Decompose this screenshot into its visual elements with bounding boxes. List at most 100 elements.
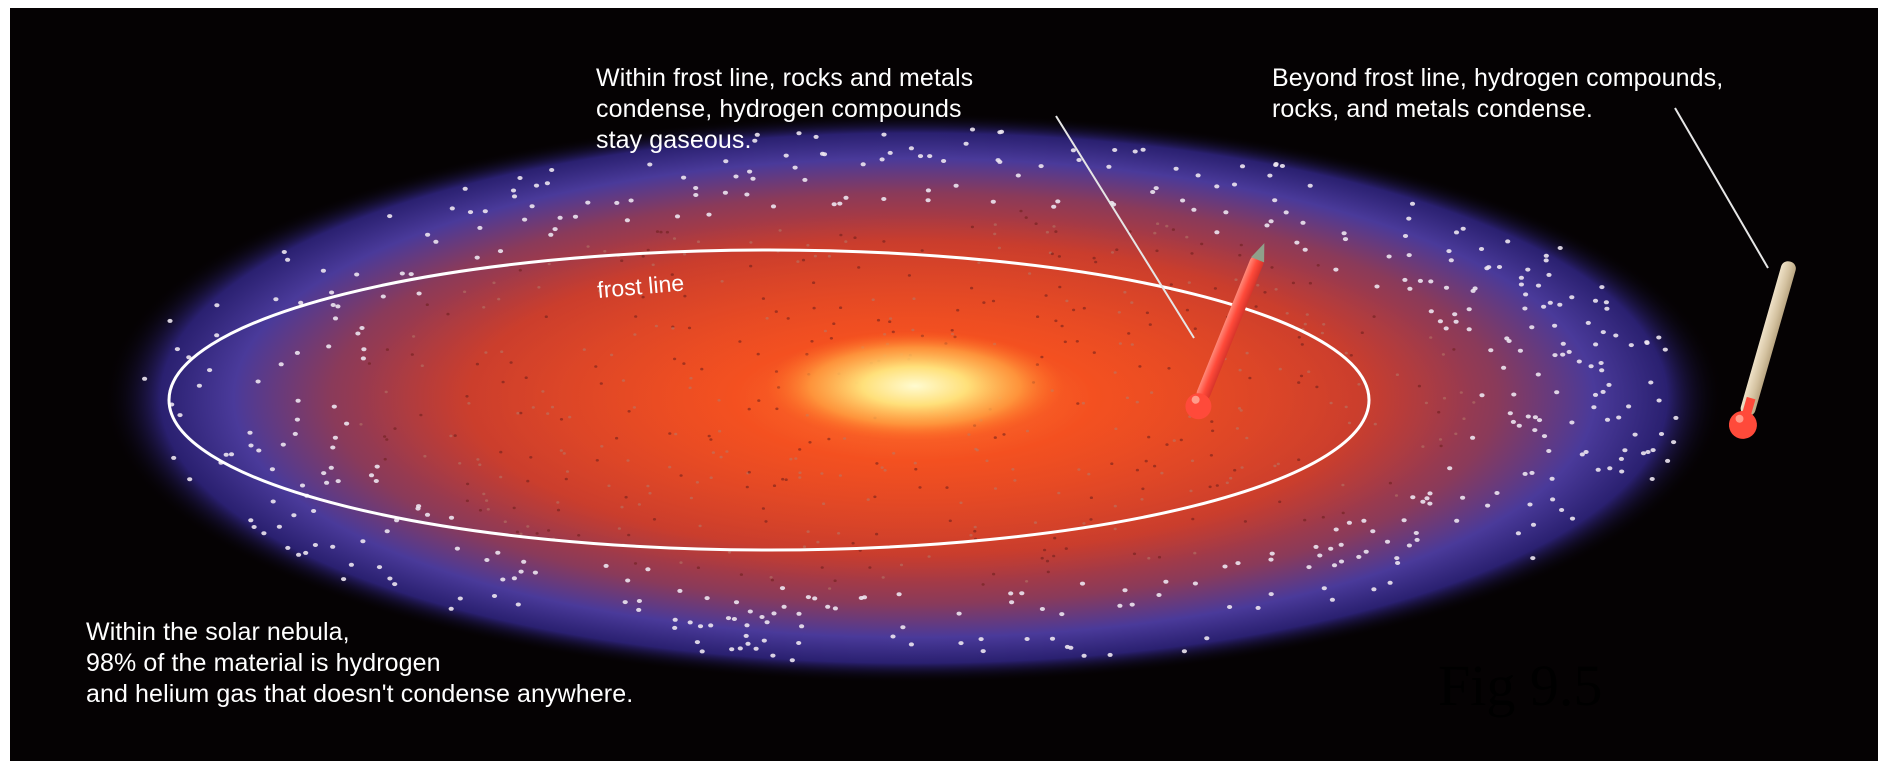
dust-speck: [711, 451, 716, 454]
dust-speck: [1110, 462, 1114, 466]
dust-speck: [360, 539, 366, 544]
dust-speck: [1052, 554, 1056, 558]
dust-speck: [799, 624, 805, 629]
dust-speck: [547, 262, 551, 266]
dust-speck: [1361, 518, 1367, 523]
dust-speck: [1117, 603, 1123, 608]
dust-speck: [550, 405, 555, 409]
dust-speck: [820, 472, 824, 475]
dust-speck: [802, 177, 808, 182]
dust-speck: [482, 209, 488, 214]
dust-speck: [354, 272, 360, 277]
dust-speck: [1302, 247, 1308, 252]
dust-speck: [1387, 580, 1393, 585]
dust-speck: [1070, 148, 1076, 153]
dust-speck: [927, 154, 933, 159]
dust-speck: [380, 294, 386, 299]
dust-speck: [1428, 279, 1434, 284]
dust-speck: [827, 254, 832, 258]
dust-speck: [1421, 445, 1425, 448]
dust-speck: [687, 620, 693, 625]
dust-speck: [474, 255, 480, 260]
dust-speck: [607, 484, 611, 488]
dust-speck: [781, 604, 787, 609]
dust-speck: [953, 183, 959, 188]
dust-speck: [698, 524, 702, 528]
dust-speck: [1530, 522, 1537, 527]
dust-speck: [693, 186, 699, 190]
dust-speck: [572, 214, 579, 219]
dust-speck: [1328, 546, 1334, 551]
dust-speck: [511, 576, 517, 581]
dust-speck: [1438, 438, 1443, 441]
dust-speck: [1546, 272, 1552, 277]
dust-speck: [1024, 216, 1028, 219]
dust-speck: [1644, 340, 1650, 345]
dust-speck: [600, 445, 604, 448]
dust-speck: [214, 303, 220, 308]
dust-speck: [975, 448, 979, 452]
dust-speck: [761, 638, 767, 643]
dust-speck: [729, 647, 735, 652]
dust-speck: [503, 520, 507, 523]
dust-speck: [1506, 339, 1512, 343]
dust-speck: [329, 290, 335, 295]
dust-speck: [1191, 207, 1197, 212]
dust-speck: [1082, 306, 1086, 310]
dust-speck: [620, 259, 624, 262]
dust-speck: [1141, 487, 1145, 491]
dust-speck: [833, 579, 837, 582]
dust-speck: [1320, 331, 1324, 335]
dust-speck: [486, 508, 490, 511]
dust-speck: [925, 198, 931, 203]
dust-speck: [993, 232, 997, 236]
dust-speck: [636, 607, 642, 612]
dust-speck: [532, 570, 539, 575]
dust-speck: [1338, 559, 1345, 564]
dust-speck: [646, 484, 650, 488]
dust-speck: [449, 206, 455, 211]
dust-speck: [1658, 432, 1665, 436]
dust-speck: [1049, 636, 1056, 641]
dust-speck: [501, 380, 505, 384]
dust-speck: [1278, 367, 1282, 371]
dust-speck: [509, 361, 513, 364]
dust-speck: [463, 290, 467, 294]
dust-speck: [699, 649, 705, 654]
dust-speck: [617, 527, 622, 530]
dust-speck: [549, 168, 555, 172]
dust-speck: [770, 578, 775, 582]
dust-speck: [556, 501, 560, 504]
dust-speck: [1034, 222, 1038, 225]
dust-speck: [1045, 230, 1049, 234]
dust-speck: [1179, 438, 1183, 442]
dust-speck: [516, 411, 520, 415]
dust-speck: [1501, 365, 1507, 370]
dust-speck: [1153, 186, 1159, 191]
dust-speck: [1169, 283, 1173, 286]
dust-speck: [524, 376, 528, 380]
dust-speck: [620, 505, 624, 509]
thermometer-hot-icon: [1185, 243, 1265, 420]
dust-speck: [582, 348, 586, 351]
dust-speck: [564, 477, 568, 481]
dust-speck: [1402, 277, 1408, 282]
dust-speck: [672, 237, 677, 240]
dust-speck: [831, 202, 837, 207]
dust-speck: [1333, 527, 1339, 532]
dust-speck: [510, 188, 517, 193]
dust-speck: [723, 159, 729, 164]
dust-speck: [255, 379, 261, 384]
dust-speck: [586, 245, 590, 248]
dust-speck: [387, 214, 393, 219]
dust-speck: [738, 340, 742, 343]
dust-speck: [1063, 340, 1067, 344]
dust-speck: [1360, 331, 1364, 335]
dust-speck: [1510, 419, 1516, 424]
dust-speck: [1442, 396, 1447, 400]
dust-speck: [1428, 309, 1434, 314]
dust-speck: [312, 543, 318, 547]
dust-speck: [839, 306, 843, 310]
dust-speck: [296, 552, 302, 557]
dust-speck: [1554, 390, 1560, 395]
